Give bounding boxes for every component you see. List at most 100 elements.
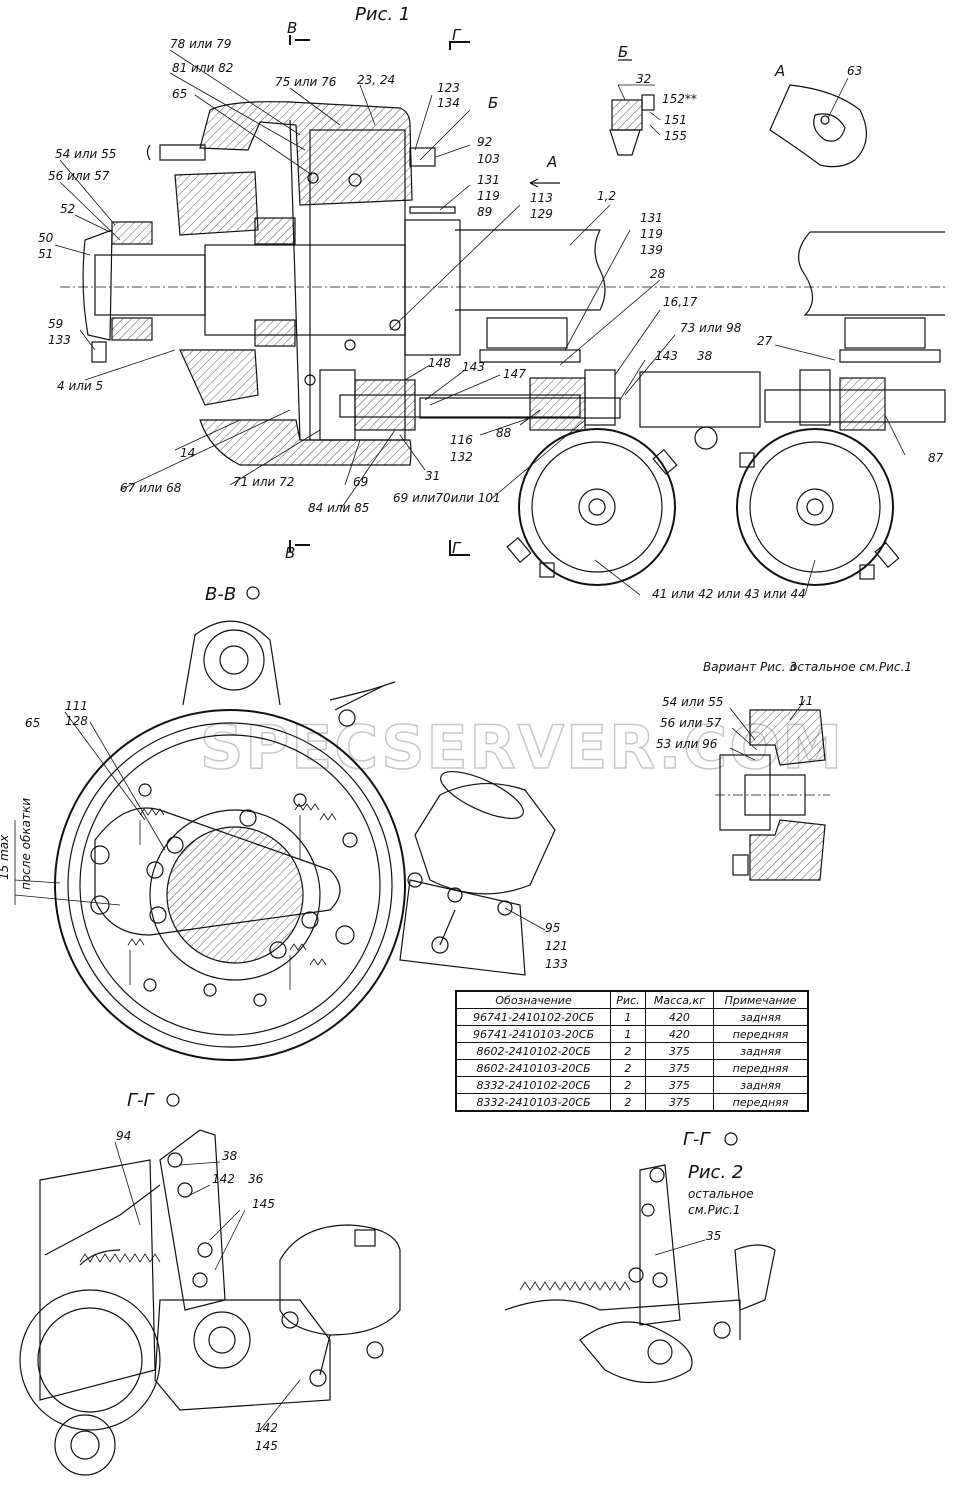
label-133: 133 [48, 333, 71, 347]
label-142a: 142 [212, 1172, 235, 1186]
table-cell: 375 [644, 1093, 715, 1112]
variant-title: Вариант Рис. 3 [703, 660, 797, 674]
label-84: 84 или 85 [308, 501, 369, 515]
view-a-arrow [529, 178, 560, 188]
fig-2-title: Рис. 2 [688, 1162, 743, 1183]
label-36: 36 [248, 1172, 264, 1186]
label-147: 147 [503, 367, 526, 381]
section-gg2-title: Г-Г [683, 1129, 712, 1150]
label-16-17: 16,17 [663, 295, 698, 309]
label-103: 103 [477, 152, 500, 166]
variant-fig-3: Вариант Рис. 3 остальное см.Рис.1 54 или… [656, 660, 912, 881]
section-gg1-title: Г-Г [127, 1090, 156, 1111]
section-g-g-left: Г-Г 94 3 [19, 1090, 401, 1476]
label-65-vv: 65 [25, 716, 40, 730]
spring-94 [44, 1184, 161, 1266]
outer-bearing-top [111, 221, 153, 245]
table-cell: 8602-2410102-20СБ [455, 1042, 612, 1060]
table-row: 96741-2410102-20СБ 1 420 задняя [455, 1008, 809, 1026]
section-vv-title: В-В [205, 584, 236, 605]
label-23: 23, 24 [357, 73, 395, 87]
label-50: 50 [38, 231, 54, 245]
lever-36 [159, 1129, 226, 1311]
bracket-27 [844, 317, 926, 349]
section-marker-v-top [289, 35, 310, 45]
axle-section [166, 826, 304, 964]
specification-table: Обозначение Рис. Масса,кг Примечание 967… [455, 990, 809, 1112]
table-cell: передняя [713, 1025, 809, 1043]
table-row: 8332-2410103-20СБ 2 375 передняя [455, 1093, 809, 1112]
view-a-label: А [546, 153, 557, 171]
brake-chamber-vv [329, 681, 556, 976]
table-header: Рис. [610, 990, 646, 1009]
label-51: 51 [38, 247, 53, 261]
leader-lines-fig1 [54, 49, 906, 596]
wheel-stud [159, 144, 206, 161]
label-133-vv: 133 [545, 957, 568, 971]
drum-outer-ring [54, 709, 406, 1061]
label-11: 11 [798, 694, 813, 708]
figure-1-assembly: Рис. 1 [38, 4, 946, 601]
bracket-28 [486, 317, 568, 349]
table-cell: 375 [644, 1076, 715, 1094]
label-28: 28 [650, 267, 666, 281]
table-cell: 8332-2410103-20СБ [455, 1093, 612, 1112]
label-129: 129 [530, 207, 553, 221]
figure-1-title: Рис. 1 [355, 4, 410, 25]
label-92: 92 [477, 135, 492, 149]
brake-chamber-left [506, 428, 678, 586]
fig-2-note-1: остальное [688, 1187, 754, 1201]
label-111: 111 [65, 699, 88, 713]
frame-member-left [455, 229, 606, 311]
label-89: 89 [477, 205, 492, 219]
label-143b: 143 [462, 360, 485, 374]
label-155: 155 [664, 129, 687, 143]
table-cell: 1 [610, 1025, 646, 1043]
label-81: 81 или 82 [172, 61, 233, 75]
label-54: 54 или 55 [55, 147, 116, 161]
label-121: 121 [545, 939, 568, 953]
section-label-v-top: В [287, 19, 297, 37]
label-88: 88 [496, 426, 512, 440]
table-header-row: Обозначение Рис. Масса,кг Примечание [455, 990, 809, 1009]
table-cell: 375 [644, 1059, 715, 1077]
camshaft-bracket [354, 379, 416, 431]
label-56: 56 или 57 [48, 169, 110, 183]
label-59: 59 [48, 317, 63, 331]
label-38: 38 [697, 349, 713, 363]
label-113: 113 [530, 191, 553, 205]
section-marker-g-bottom [449, 540, 470, 556]
view-b-detail: Б 32 152** 151 155 [609, 43, 697, 156]
table-row: 8602-2410102-20СБ 2 375 задняя [455, 1042, 809, 1060]
bolt-131 [409, 206, 456, 214]
slack-adjuster-right [799, 369, 831, 426]
label-35: 35 [706, 1229, 721, 1243]
label-148: 148 [428, 356, 451, 370]
cam-head [319, 369, 356, 441]
lever-housing-left [529, 377, 586, 431]
table-cell: 2 [610, 1042, 646, 1060]
table-header: Примечание [713, 990, 809, 1009]
label-94: 94 [116, 1129, 131, 1143]
section-label-v-bottom: В [285, 544, 295, 562]
label-67: 67 или 68 [120, 481, 182, 495]
fig-2-note-2: см.Рис.1 [688, 1203, 741, 1217]
view-a-title: А [774, 62, 785, 80]
table-cell: 8602-2410103-20СБ [455, 1059, 612, 1077]
label-71: 71 или 72 [233, 475, 294, 489]
table-cell: задняя [713, 1042, 809, 1060]
label-32: 32 [636, 72, 651, 86]
label-123: 123 [437, 81, 460, 95]
table-cell: 1 [610, 1008, 646, 1026]
table-header: Масса,кг [644, 990, 715, 1009]
section-v-v: В-В [0, 584, 568, 1061]
brake-shoe-assembly [94, 807, 341, 936]
table-cell: передняя [713, 1093, 809, 1112]
brake-shield-line [289, 119, 301, 441]
label-38-gg: 38 [222, 1149, 238, 1163]
brake-drum-upper-section [199, 101, 413, 206]
label-69: 69 [353, 475, 368, 489]
side-dim-2: после обкатки [19, 798, 33, 890]
hub-bolt-holes [90, 783, 358, 1007]
